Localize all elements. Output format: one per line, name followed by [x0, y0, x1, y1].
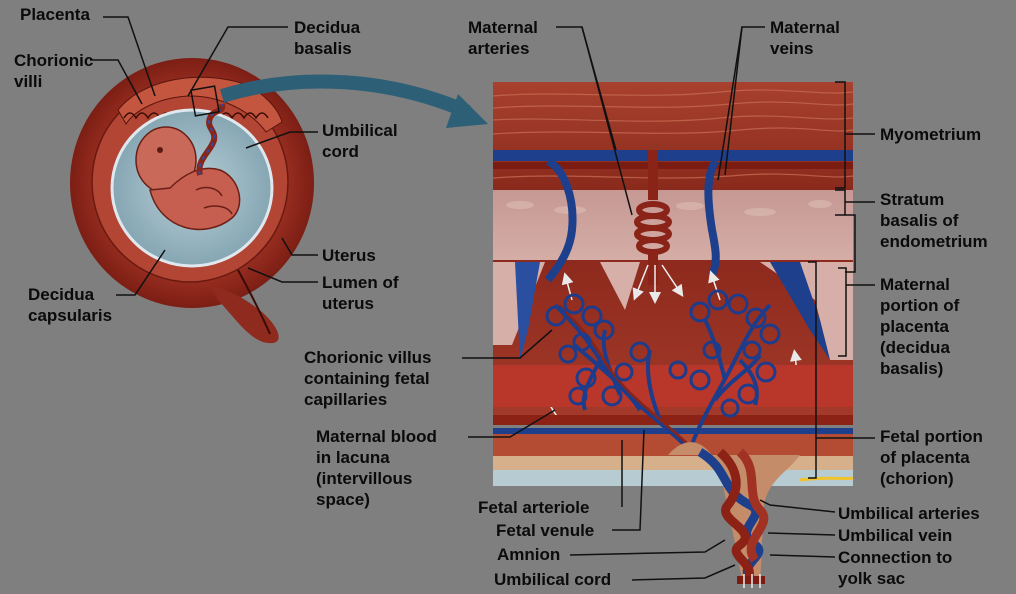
- leader-amnion: [570, 540, 725, 555]
- label-chorionic-villus: Chorionic villus containing fetal capill…: [304, 347, 432, 410]
- label-maternal-arteries: Maternal arteries: [468, 17, 538, 59]
- yolk-sac-connection: [800, 478, 853, 480]
- label-fetal-portion: Fetal portion of placenta (chorion): [880, 426, 983, 489]
- uterus-illustration: [70, 58, 488, 343]
- label-myometrium: Myometrium: [880, 124, 981, 145]
- leader-yolk-sac: [770, 555, 835, 557]
- leader-umbilical-arteries: [760, 500, 835, 512]
- label-connection-yolk-sac: Connection to yolk sac: [838, 547, 952, 589]
- label-uterus: Uterus: [322, 245, 376, 266]
- cord-cut-end: [737, 576, 765, 584]
- label-decidua-capsularis: Decidua capsularis: [28, 284, 112, 326]
- label-decidua-basalis: Decidua basalis: [294, 17, 360, 59]
- label-maternal-veins: Maternal veins: [770, 17, 840, 59]
- myometrial-vein: [493, 150, 853, 161]
- label-chorionic-villi: Chorionic villi: [14, 50, 93, 92]
- label-amnion: Amnion: [497, 544, 560, 565]
- label-fetal-arteriole: Fetal arteriole: [478, 497, 590, 518]
- label-umbilical-cord: Umbilical cord: [494, 569, 611, 590]
- label-stratum-basalis: Stratum basalis of endometrium: [880, 189, 988, 252]
- leader-umbilical-vein: [768, 533, 835, 535]
- label-umbilical-arteries: Umbilical arteries: [838, 503, 980, 524]
- label-placenta: Placenta: [20, 4, 90, 25]
- chorion-artery-band: [493, 415, 853, 425]
- leader-umbilical-cord-bottom: [632, 565, 735, 580]
- stratum-basalis-layer: [493, 190, 853, 268]
- amnion-layer: [493, 456, 853, 470]
- label-fetal-venule: Fetal venule: [496, 520, 594, 541]
- label-umbilical-cord-left: Umbilical cord: [322, 120, 398, 162]
- label-maternal-blood: Maternal blood in lacuna (intervillous s…: [316, 426, 437, 510]
- label-lumen-of-uterus: Lumen of uterus: [322, 272, 399, 314]
- myometrium-layer: [493, 82, 853, 190]
- amniotic-fluid-strip: [493, 470, 853, 486]
- fetus-eye: [157, 147, 163, 153]
- label-umbilical-vein: Umbilical vein: [838, 525, 952, 546]
- label-maternal-portion: Maternal portion of placenta (decidua ba…: [880, 274, 959, 379]
- chorionic-plate: [493, 365, 853, 407]
